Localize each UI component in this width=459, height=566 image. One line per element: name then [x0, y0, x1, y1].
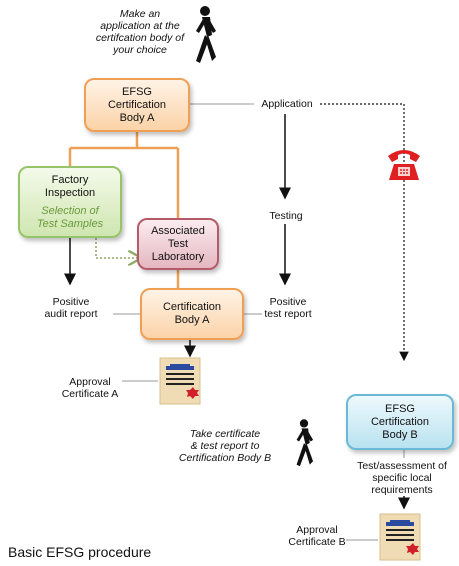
factory-inspection-box: Factory Inspection Selection of Test Sam… — [18, 166, 122, 238]
certificate-icon — [159, 357, 201, 405]
label-application: Application — [261, 98, 313, 110]
walking-person-icon — [196, 6, 216, 63]
diagram-caption: Basic EFSG procedure — [8, 544, 152, 560]
telephone-icon — [388, 150, 420, 180]
walking-person-icon — [296, 419, 314, 467]
certificate-icon — [379, 513, 421, 561]
dotted-arrow-samples — [95, 238, 140, 258]
label-testing: Testing — [269, 210, 303, 222]
dotted-arrow-to-cb-b — [320, 103, 409, 362]
